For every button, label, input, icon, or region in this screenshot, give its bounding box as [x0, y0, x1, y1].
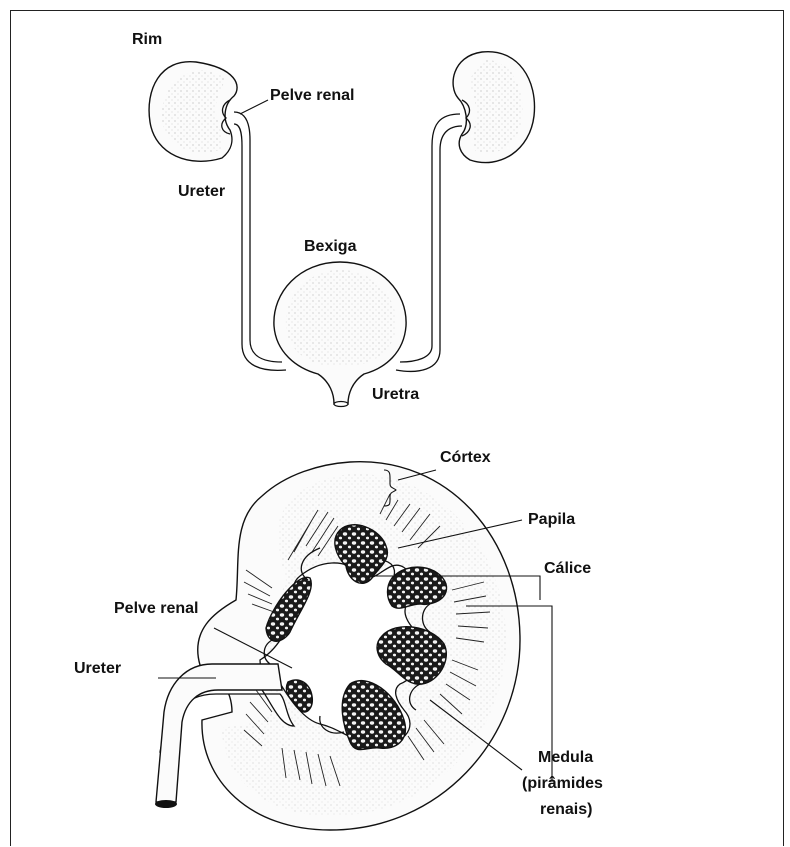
label-ureter-bottom: Ureter — [74, 660, 121, 677]
left-kidney — [149, 62, 237, 162]
label-papila: Papila — [528, 511, 575, 528]
label-bexiga: Bexiga — [304, 238, 357, 255]
label-medula: Medula — [538, 749, 593, 766]
urinary-system-overview — [149, 52, 534, 407]
label-cortex: Córtex — [440, 449, 491, 466]
label-medula-piramides: (pirâmides — [522, 775, 603, 792]
bladder — [274, 262, 406, 407]
label-medula-renais: renais) — [540, 801, 592, 818]
label-calice: Cálice — [544, 560, 591, 577]
label-pelve-renal-bottom: Pelve renal — [114, 600, 199, 617]
label-ureter-top: Ureter — [178, 183, 225, 200]
label-rim: Rim — [132, 31, 162, 48]
right-kidney — [453, 52, 534, 163]
kidney-cross-section — [155, 462, 552, 830]
ureter-opening — [155, 800, 177, 808]
label-uretra: Uretra — [372, 386, 419, 403]
right-ureter — [400, 114, 460, 362]
label-pelve-renal-top: Pelve renal — [270, 87, 355, 104]
